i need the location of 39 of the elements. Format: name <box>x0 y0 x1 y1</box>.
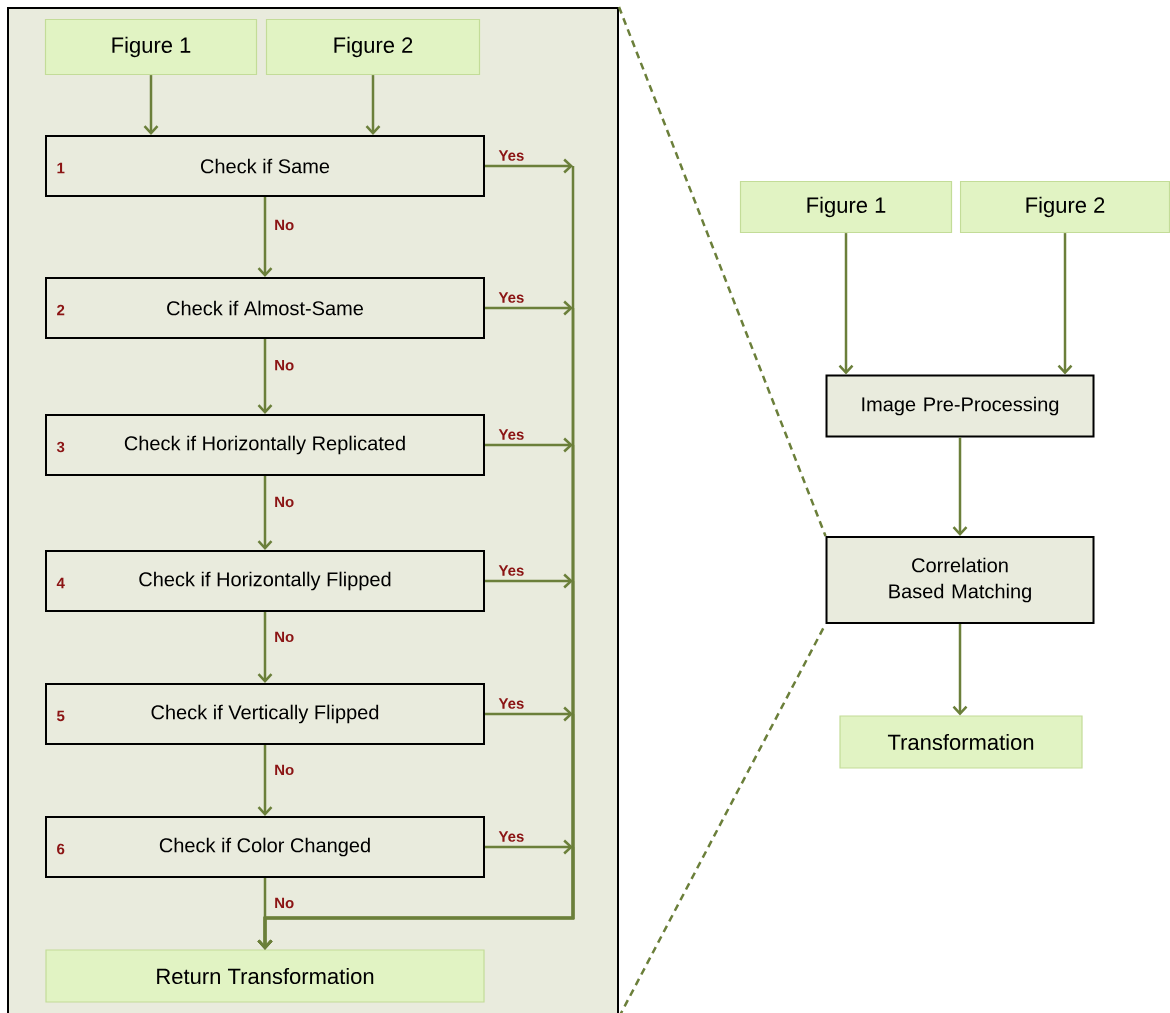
arrow <box>257 839 575 950</box>
edge-label: Yes <box>498 429 524 440</box>
input-box: Return Transformation <box>45 949 485 1003</box>
process-box: Image Pre-Processing <box>825 374 1095 438</box>
step-number: 3 <box>56 441 65 453</box>
arrow <box>952 624 968 716</box>
edge-label: Yes <box>498 150 524 161</box>
arrow <box>257 745 273 816</box>
edge-label: No <box>275 360 294 371</box>
arrow <box>838 233 854 375</box>
input-box: Figure 1 <box>44 18 258 76</box>
arrow <box>1057 233 1073 375</box>
edge-label: No <box>275 631 294 643</box>
arrow <box>257 339 273 414</box>
step-number: 2 <box>57 304 65 316</box>
arrow <box>257 476 273 550</box>
edge-label: No <box>275 219 294 231</box>
process-box: Correlation Based Matching <box>825 536 1095 624</box>
step-number: 1 <box>57 162 65 174</box>
arrow <box>952 437 968 536</box>
arrow <box>257 197 273 277</box>
arrow <box>257 612 273 683</box>
edge-label: No <box>275 897 294 909</box>
edge-label: Yes <box>498 565 524 576</box>
input-box: Transformation <box>839 715 1083 769</box>
arrow <box>143 75 159 135</box>
step-number: 5 <box>57 710 65 722</box>
step-number: 4 <box>56 577 65 589</box>
input-box: Figure 2 <box>265 18 481 76</box>
edge-label: Yes <box>498 698 524 709</box>
edge-label: Yes <box>498 831 524 842</box>
input-box: Figure 2 <box>959 180 1170 234</box>
edge-label: Yes <box>498 292 524 303</box>
input-box: Figure 1 <box>739 180 953 234</box>
step-number: 6 <box>57 843 65 855</box>
zoom-line <box>617 6 827 537</box>
edge-label: No <box>275 764 294 776</box>
edge-label: No <box>275 496 294 508</box>
arrow <box>365 75 381 135</box>
